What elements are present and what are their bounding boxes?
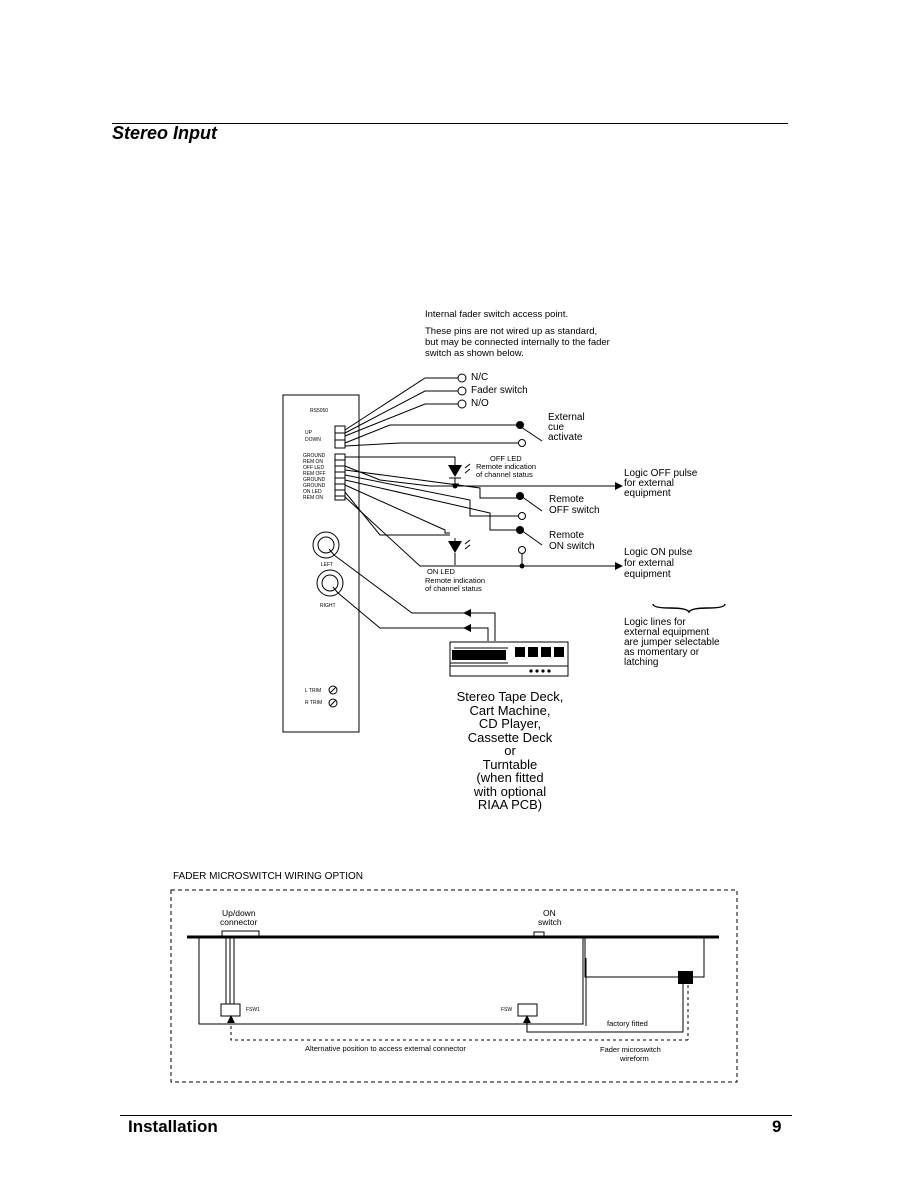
off-led-desc-1: Remote indication	[476, 462, 537, 471]
footer-rule	[120, 1115, 792, 1116]
device-line: or	[504, 743, 516, 758]
fader-switch-label: Fader switch	[471, 385, 528, 396]
device-line: Turntable	[482, 756, 538, 772]
fsw-label: FSW	[501, 1007, 513, 1013]
device-line: Stereo Tape Deck,	[456, 689, 564, 704]
logic-off-label-3: equipment	[624, 488, 671, 499]
right-input-socket	[316, 569, 344, 597]
header-rule	[112, 123, 788, 124]
logic-lines-label-2: external equipment	[624, 627, 710, 638]
right-socket-label: RIGHT	[320, 603, 336, 609]
microswitch-icon	[678, 971, 693, 984]
fader-heading: FADER MICROSWITCH WIRING OPTION	[173, 871, 363, 882]
logic-off-arrow-icon	[615, 482, 623, 490]
left-socket-label: LEFT	[321, 562, 334, 568]
device-line: Cassette Deck	[467, 729, 553, 745]
on-led-label: ON LED	[427, 567, 455, 576]
pin-label: OFF LED	[303, 465, 325, 471]
pin-label: GROUND	[303, 483, 326, 489]
intro-note: Internal fader switch access point. Thes…	[425, 309, 685, 359]
l-trim-label: L TRIM	[305, 688, 322, 694]
fader-subboard	[584, 936, 705, 978]
remote-on-label-1: Remote	[549, 530, 585, 541]
logic-lines-label-5: latching	[624, 657, 659, 668]
logic-off-label-2: for external	[624, 478, 675, 489]
device-list: Stereo Tape Deck, Cart Machine, CD Playe…	[430, 690, 590, 812]
left-input-socket	[312, 531, 340, 559]
updown-connector	[334, 425, 346, 449]
fader-microswitch-label-1: Fader microswitch	[600, 1045, 661, 1054]
fader-dashed-frame	[170, 889, 738, 1083]
pin-label: REM ON	[303, 459, 323, 465]
external-cue-label-3: activate	[548, 432, 583, 443]
intro-line-2: These pins are not wired up as standard,	[425, 326, 598, 337]
brace-icon	[652, 603, 726, 614]
intro-line-3: but may be connected internally to the f…	[425, 337, 610, 348]
pin-label: GROUND	[303, 453, 326, 459]
remote-off-label-1: Remote	[549, 494, 585, 505]
on-led-icon	[448, 541, 462, 553]
logic-on-arrow-icon	[615, 562, 623, 570]
external-cue-label-1: External	[548, 412, 585, 423]
page-number: 9	[772, 1117, 782, 1136]
l-trim-icon	[328, 685, 338, 695]
fsw1-connector	[220, 1003, 241, 1017]
logic-on-label-3: equipment	[624, 569, 671, 580]
pin-label: GROUND	[303, 477, 326, 483]
alternative-position-label: Alternative position to access external …	[305, 1044, 466, 1053]
logic-on-label-1: Logic ON pulse	[624, 547, 693, 558]
module-up-label: UP	[305, 430, 312, 436]
external-cue-label-2: cue	[548, 422, 565, 433]
tape-deck-icon	[449, 641, 569, 677]
updown-label-2: connector	[220, 917, 258, 927]
on-switch-label-2: switch	[538, 917, 562, 927]
footer-section: Installation	[128, 1117, 218, 1136]
r-trim-icon	[328, 698, 338, 708]
intro-line-4: switch as shown below.	[425, 348, 524, 359]
fsw1-label: FSW1	[246, 1007, 260, 1013]
factory-fitted-label: factory fitted	[607, 1019, 648, 1028]
logic-lines-label-4: as momentary or	[624, 647, 700, 658]
remote-off-label-2: OFF switch	[549, 505, 600, 516]
device-line: CD Player,	[478, 716, 542, 731]
device-line: Cart Machine,	[469, 702, 551, 718]
nc-label: N/C	[471, 372, 489, 383]
fader-pcb	[198, 936, 584, 1025]
off-led-icon	[448, 465, 462, 477]
module-pin-labels: GROUND REM ON OFF LED REM OFF GROUND GRO…	[303, 453, 326, 501]
fader-microswitch-label-2: wireform	[620, 1054, 649, 1063]
device-line: RIAA PCB)	[477, 797, 543, 812]
device-line: with optional	[473, 783, 547, 799]
device-line: (when fitted	[476, 770, 544, 785]
logic-lines-label-3: are jumper selectable	[624, 637, 720, 648]
pin-label: REM ON	[303, 495, 323, 501]
module-panel	[282, 394, 360, 733]
no-label: N/O	[471, 398, 489, 409]
updown-label-1: Up/down	[222, 908, 256, 918]
pin-label: REM OFF	[303, 471, 326, 477]
logic-on-label-2: for external	[624, 558, 675, 569]
on-led-desc-1: Remote indication	[425, 576, 486, 585]
fsw-connector	[517, 1003, 538, 1017]
pin-label: ON LED	[303, 489, 322, 495]
on-switch-label-1: ON	[543, 908, 556, 918]
module-down-label: DOWN	[305, 437, 321, 443]
r-trim-label: R TRIM	[305, 700, 323, 706]
remote-on-label-2: ON switch	[549, 541, 595, 552]
logic-off-label-1: Logic OFF pulse	[624, 468, 698, 479]
intro-line-1: Internal fader switch access point.	[425, 309, 569, 320]
pin-connector	[334, 453, 346, 501]
page-title: Stereo Input	[112, 123, 218, 143]
logic-lines-label-1: Logic lines for	[624, 617, 686, 628]
off-led-desc-2: of channel status	[476, 470, 533, 479]
on-led-desc-2: of channel status	[425, 584, 482, 593]
module-model: RS5050	[310, 408, 329, 414]
off-led-label: OFF LED	[490, 454, 522, 463]
